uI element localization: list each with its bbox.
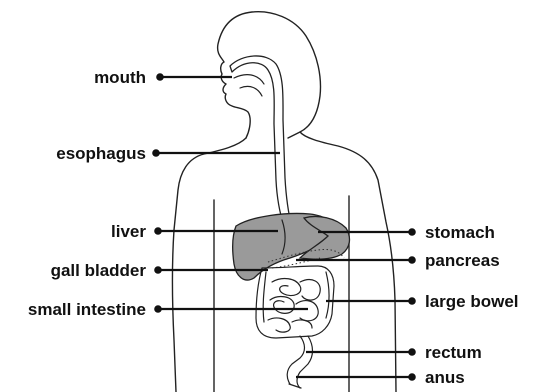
- large-bowel-dot: [408, 297, 416, 305]
- label-mouth: mouth: [94, 68, 146, 87]
- small-intestine-dot: [154, 305, 162, 313]
- rectum-dot: [408, 348, 416, 356]
- label-stomach: stomach: [425, 223, 495, 242]
- label-liver: liver: [111, 222, 146, 241]
- liver-dot: [154, 227, 162, 235]
- label-pancreas: pancreas: [425, 251, 500, 270]
- digestive-tract: [230, 56, 349, 388]
- label-small-intestine: small intestine: [28, 300, 146, 319]
- label-rectum: rectum: [425, 343, 482, 362]
- label-esophagus: esophagus: [56, 144, 146, 163]
- label-gall-bladder: gall bladder: [51, 261, 147, 280]
- esophagus-dot: [152, 149, 160, 157]
- stomach-dot: [408, 228, 416, 236]
- gall-bladder-dot: [154, 266, 162, 274]
- pancreas-dot: [408, 256, 416, 264]
- mouth-dot: [156, 73, 164, 81]
- label-anus: anus: [425, 368, 465, 387]
- label-large-bowel: large bowel: [425, 292, 519, 311]
- anus-dot: [408, 373, 416, 381]
